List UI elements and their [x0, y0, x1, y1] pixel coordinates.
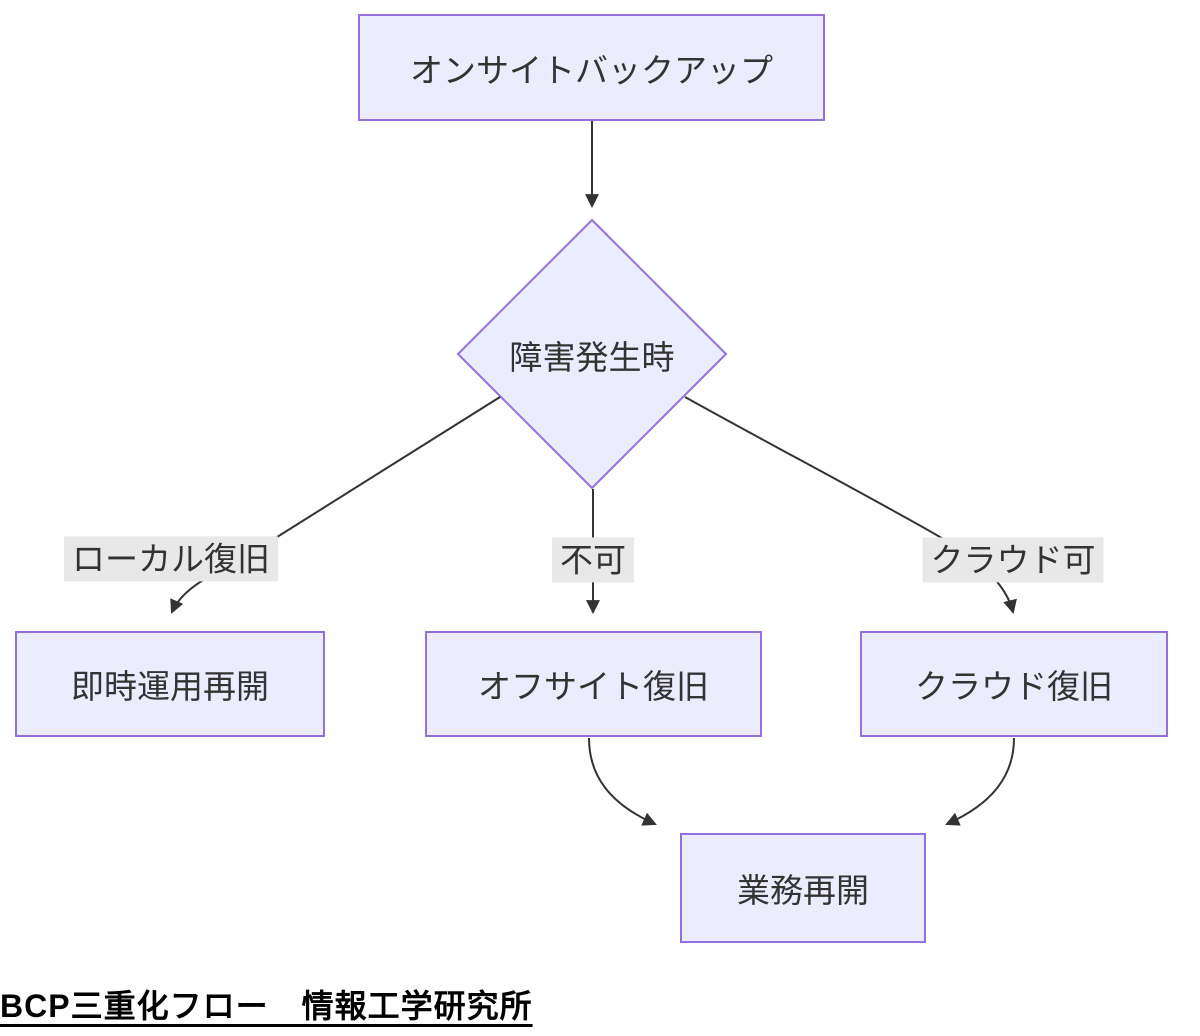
edge-label-not-possible: 不可: [552, 537, 634, 583]
diagram-caption: BCP三重化フロー 情報工学研究所: [0, 988, 533, 1024]
edge-cloud-to-resume: [945, 737, 1015, 826]
decision-diamond-shape: [456, 218, 728, 490]
edge-label-cloud-ok: クラウド可: [922, 537, 1104, 583]
node-cloud-recovery: クラウド復旧: [860, 631, 1168, 737]
edge-label-local-recovery: ローカル復旧: [64, 536, 278, 582]
node-offsite-recovery: オフサイト復旧: [425, 631, 762, 737]
edge-offsite-to-resume: [588, 737, 657, 826]
node-onsite-backup: オンサイトバックアップ: [358, 14, 825, 121]
node-business-resume: 業務再開: [680, 833, 926, 943]
node-decision-label: 障害発生時: [509, 339, 675, 376]
node-immediate-resume: 即時運用再開: [15, 631, 325, 737]
